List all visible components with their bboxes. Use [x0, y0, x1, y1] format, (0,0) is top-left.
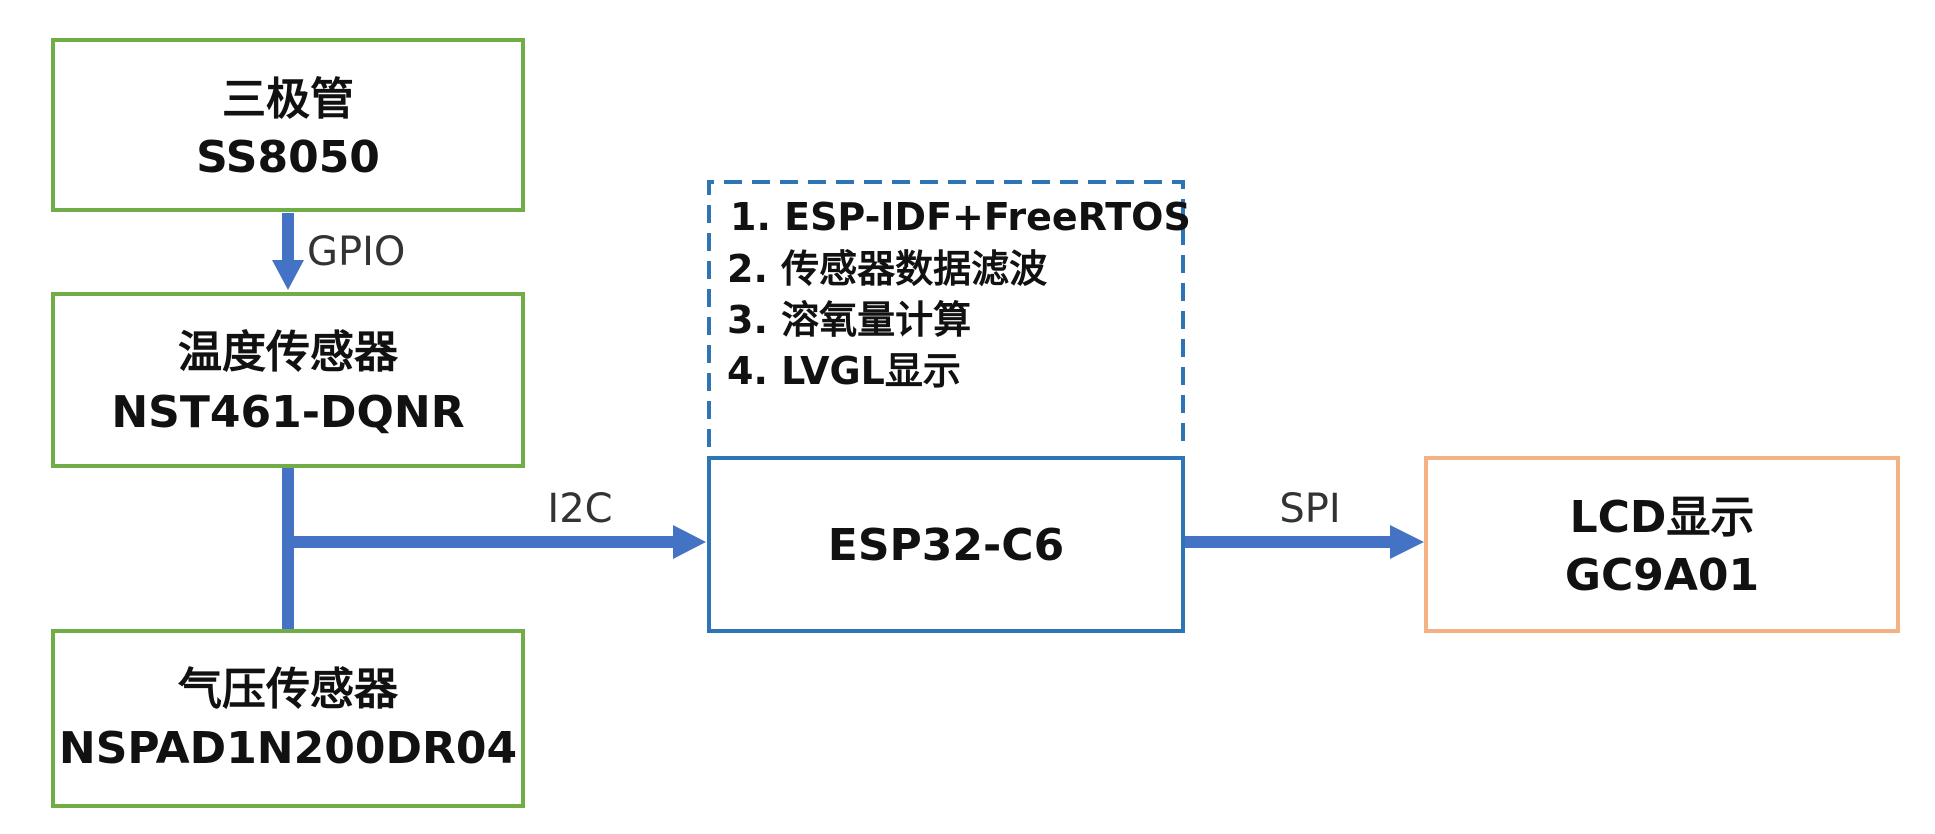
mcu-label: ESP32-C6 — [828, 520, 1064, 571]
transistor-box: 三极管 SS8050 — [51, 38, 525, 212]
gpio-line — [282, 213, 294, 263]
firmware-notes-border — [707, 180, 1185, 447]
firmware-note-2: 2. 传感器数据滤波 — [727, 247, 1047, 291]
pressure-sensor-part: NSPAD1N200DR04 — [59, 723, 517, 774]
gpio-label: GPIO — [307, 229, 405, 275]
spi-arrowhead — [1390, 525, 1424, 559]
i2c-label: I2C — [547, 486, 612, 532]
temp-sensor-part: NST461-DQNR — [111, 387, 464, 438]
pressure-sensor-box: 气压传感器 NSPAD1N200DR04 — [51, 629, 525, 808]
mcu-box: ESP32-C6 — [707, 456, 1185, 633]
pressure-sensor-title: 气压传感器 — [178, 664, 399, 715]
temp-sensor-title: 温度传感器 — [178, 327, 399, 378]
firmware-note-1: 1. ESP-IDF+FreeRTOS — [730, 195, 1191, 239]
spi-line — [1180, 536, 1400, 548]
transistor-part: SS8050 — [196, 132, 380, 183]
transistor-title: 三极管 — [222, 74, 354, 125]
temp-sensor-box: 温度传感器 NST461-DQNR — [51, 292, 525, 468]
i2c-arrowhead — [673, 525, 706, 559]
firmware-note-4: 4. LVGL显示 — [727, 349, 961, 393]
i2c-line — [288, 536, 683, 548]
gpio-arrowhead — [272, 260, 304, 290]
connectors — [272, 213, 1424, 630]
display-box: LCD显示 GC9A01 — [1424, 456, 1900, 633]
display-part: GC9A01 — [1565, 550, 1759, 601]
firmware-note-3: 3. 溶氧量计算 — [727, 298, 971, 342]
firmware-notes-box: 1. ESP-IDF+FreeRTOS 2. 传感器数据滤波 3. 溶氧量计算 … — [707, 180, 1191, 447]
display-title: LCD显示 — [1570, 492, 1755, 543]
spi-label: SPI — [1279, 486, 1340, 532]
